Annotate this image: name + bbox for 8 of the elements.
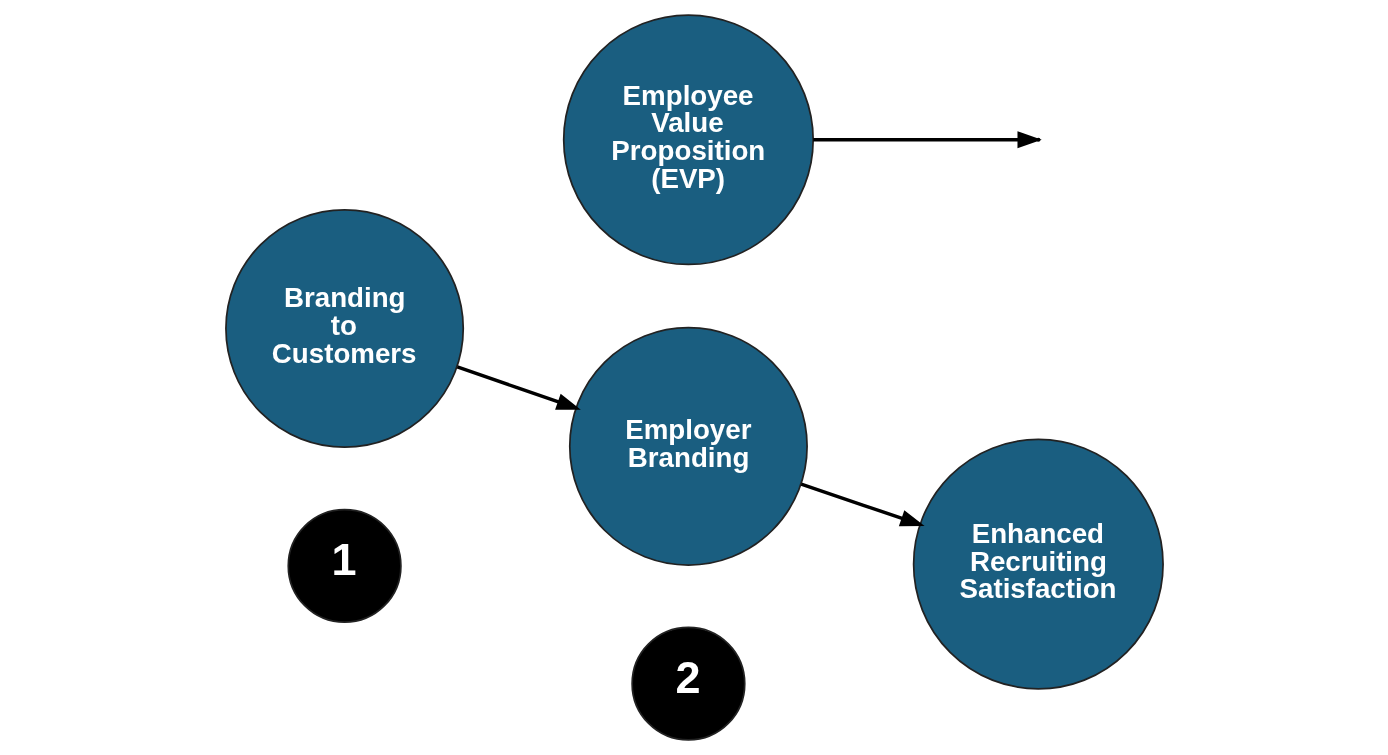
arrow <box>456 365 581 410</box>
node-circle: Employee Value Proposition (EVP) <box>562 14 814 266</box>
node-circle: Employer Branding <box>568 326 808 566</box>
arrow <box>800 482 925 527</box>
node-circle: 1 <box>286 508 402 624</box>
node-circle: Enhanced Recruiting Satisfaction <box>912 438 1164 690</box>
node-circle: Branding to Customers <box>224 209 464 449</box>
node-circle: 2 <box>630 626 746 741</box>
